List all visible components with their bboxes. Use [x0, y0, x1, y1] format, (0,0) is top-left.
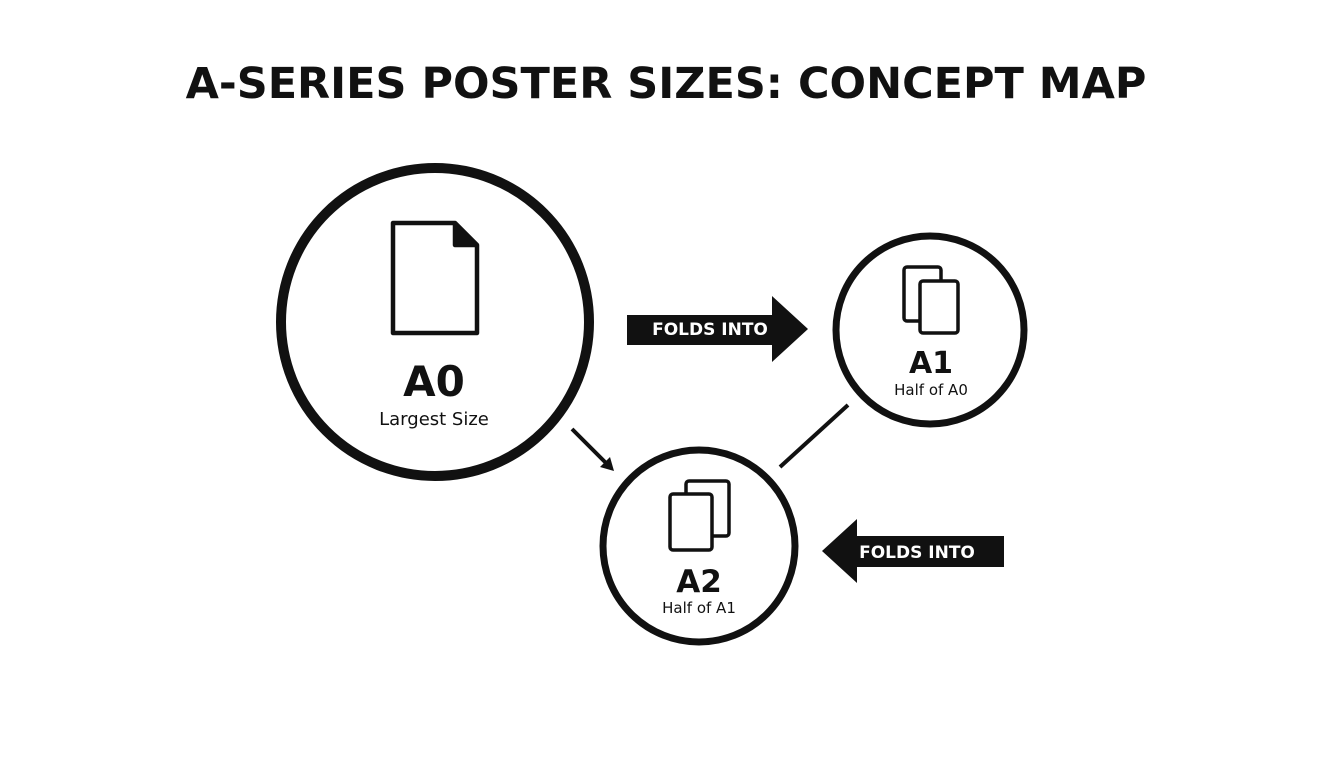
node-a0-name: A0 — [403, 357, 465, 406]
arrow-right-shape — [627, 296, 808, 362]
arrow-left-label: FOLDS INTO — [859, 543, 975, 563]
folds-into-arrow-right: FOLDS INTO — [627, 296, 808, 362]
node-a1-subtitle: Half of A0 — [894, 381, 968, 399]
folds-into-arrow-left: FOLDS INTO — [822, 519, 1004, 583]
node-a2-name: A2 — [676, 564, 722, 600]
node-a1: A1 Half of A0 — [832, 232, 1028, 428]
node-a2-subtitle: Half of A1 — [662, 599, 736, 617]
page-title: A-SERIES POSTER SIZES: CONCEPT MAP — [186, 59, 1147, 109]
connector-line-a1-a2 — [778, 403, 850, 469]
stacked-pages-icon — [902, 265, 960, 335]
node-a2: A2 Half of A1 — [599, 446, 799, 646]
stacked-pages-icon — [668, 479, 731, 552]
connector-arrow-a0-a2 — [570, 427, 614, 471]
node-a1-name: A1 — [909, 346, 953, 381]
node-a0: A0 Largest Size — [276, 163, 594, 481]
arrow-left-shape — [822, 519, 1004, 583]
document-icon — [390, 220, 480, 336]
arrow-right-label: FOLDS INTO — [652, 320, 768, 340]
node-a0-subtitle: Largest Size — [379, 409, 489, 430]
